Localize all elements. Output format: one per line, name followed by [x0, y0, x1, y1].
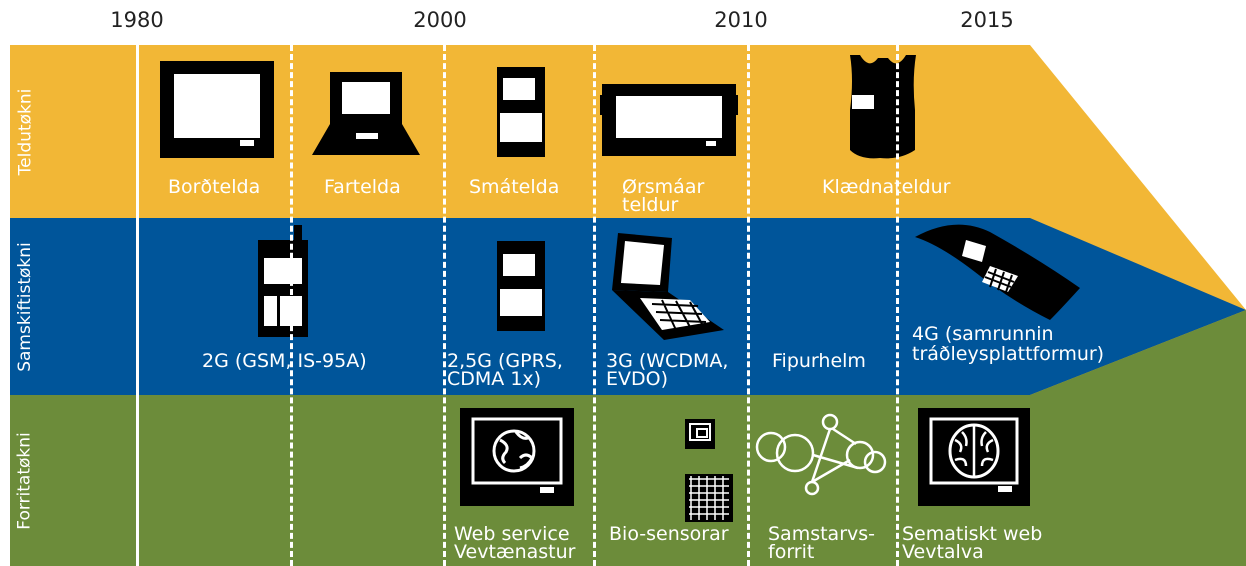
label-web-service-line2: Vevtænastur: [454, 541, 576, 563]
flexible-phone-icon: [915, 224, 1080, 320]
label-collab-line2: forrit: [768, 541, 815, 563]
label-4g-line1: 4G (samrunnin: [912, 323, 1054, 345]
year-2010: 2010: [714, 8, 768, 32]
label-semantic-web-line2: Vevtalva: [902, 541, 984, 563]
smartphone-icon: [497, 67, 545, 157]
software-band-label: Forritatøkni: [15, 431, 35, 530]
tablet-icon: [600, 84, 738, 156]
pda-flip-icon: [612, 233, 724, 340]
label-2g: 2G (GSM, IS-95A): [202, 350, 367, 372]
label-collab-line1: Samstarvs-: [768, 523, 876, 545]
label-25g-line2: CDMA 1x): [447, 368, 542, 390]
label-headset: Fipurhelm: [772, 350, 866, 372]
divider-3: [593, 45, 596, 566]
label-3g-line1: 3G (WCDMA,: [606, 350, 729, 372]
biosensor-icon: [685, 419, 733, 522]
computing-band-label: Teldutøkni: [15, 88, 35, 175]
vest-icon: [850, 55, 916, 159]
desktop-icon: [160, 61, 274, 158]
divider-4: [747, 45, 750, 566]
label-web-service-line1: Web service: [454, 523, 570, 545]
divider-2: [443, 45, 446, 566]
mobile-phone-icon: [258, 225, 308, 337]
label-wearables: Klædnateldur: [822, 176, 951, 198]
timeline-start-line: [136, 45, 139, 566]
label-smartphone: Smátelda: [469, 176, 560, 198]
brain-screen-icon: [918, 408, 1030, 506]
label-tiny-computers-line1: Ørsmáar: [622, 176, 705, 198]
globe-screen-icon: [460, 408, 574, 506]
communication-band: [10, 218, 1246, 395]
year-1980: 1980: [110, 8, 164, 32]
label-4g-line2: tráðleysplattformur): [912, 343, 1105, 365]
divider-5: [896, 45, 899, 566]
year-2015: 2015: [960, 8, 1014, 32]
communication-band-label: Samskiftistøkni: [15, 241, 36, 372]
label-25g-line1: 2,5G (GPRS,: [447, 350, 563, 372]
label-3g-line2: EVDO): [606, 368, 669, 390]
network-nodes-icon: [755, 413, 887, 496]
smartphone-icon: [497, 241, 545, 331]
laptop-icon: [312, 72, 420, 155]
label-tiny-computers-line2: teldur: [622, 194, 679, 216]
label-semantic-web-line1: Sematiskt web: [902, 523, 1043, 545]
divider-1: [290, 45, 293, 566]
label-biosensors: Bio-sensorar: [609, 523, 729, 545]
label-desktop: Borðtelda: [168, 176, 261, 198]
label-laptop: Fartelda: [324, 176, 401, 198]
year-2000: 2000: [413, 8, 467, 32]
